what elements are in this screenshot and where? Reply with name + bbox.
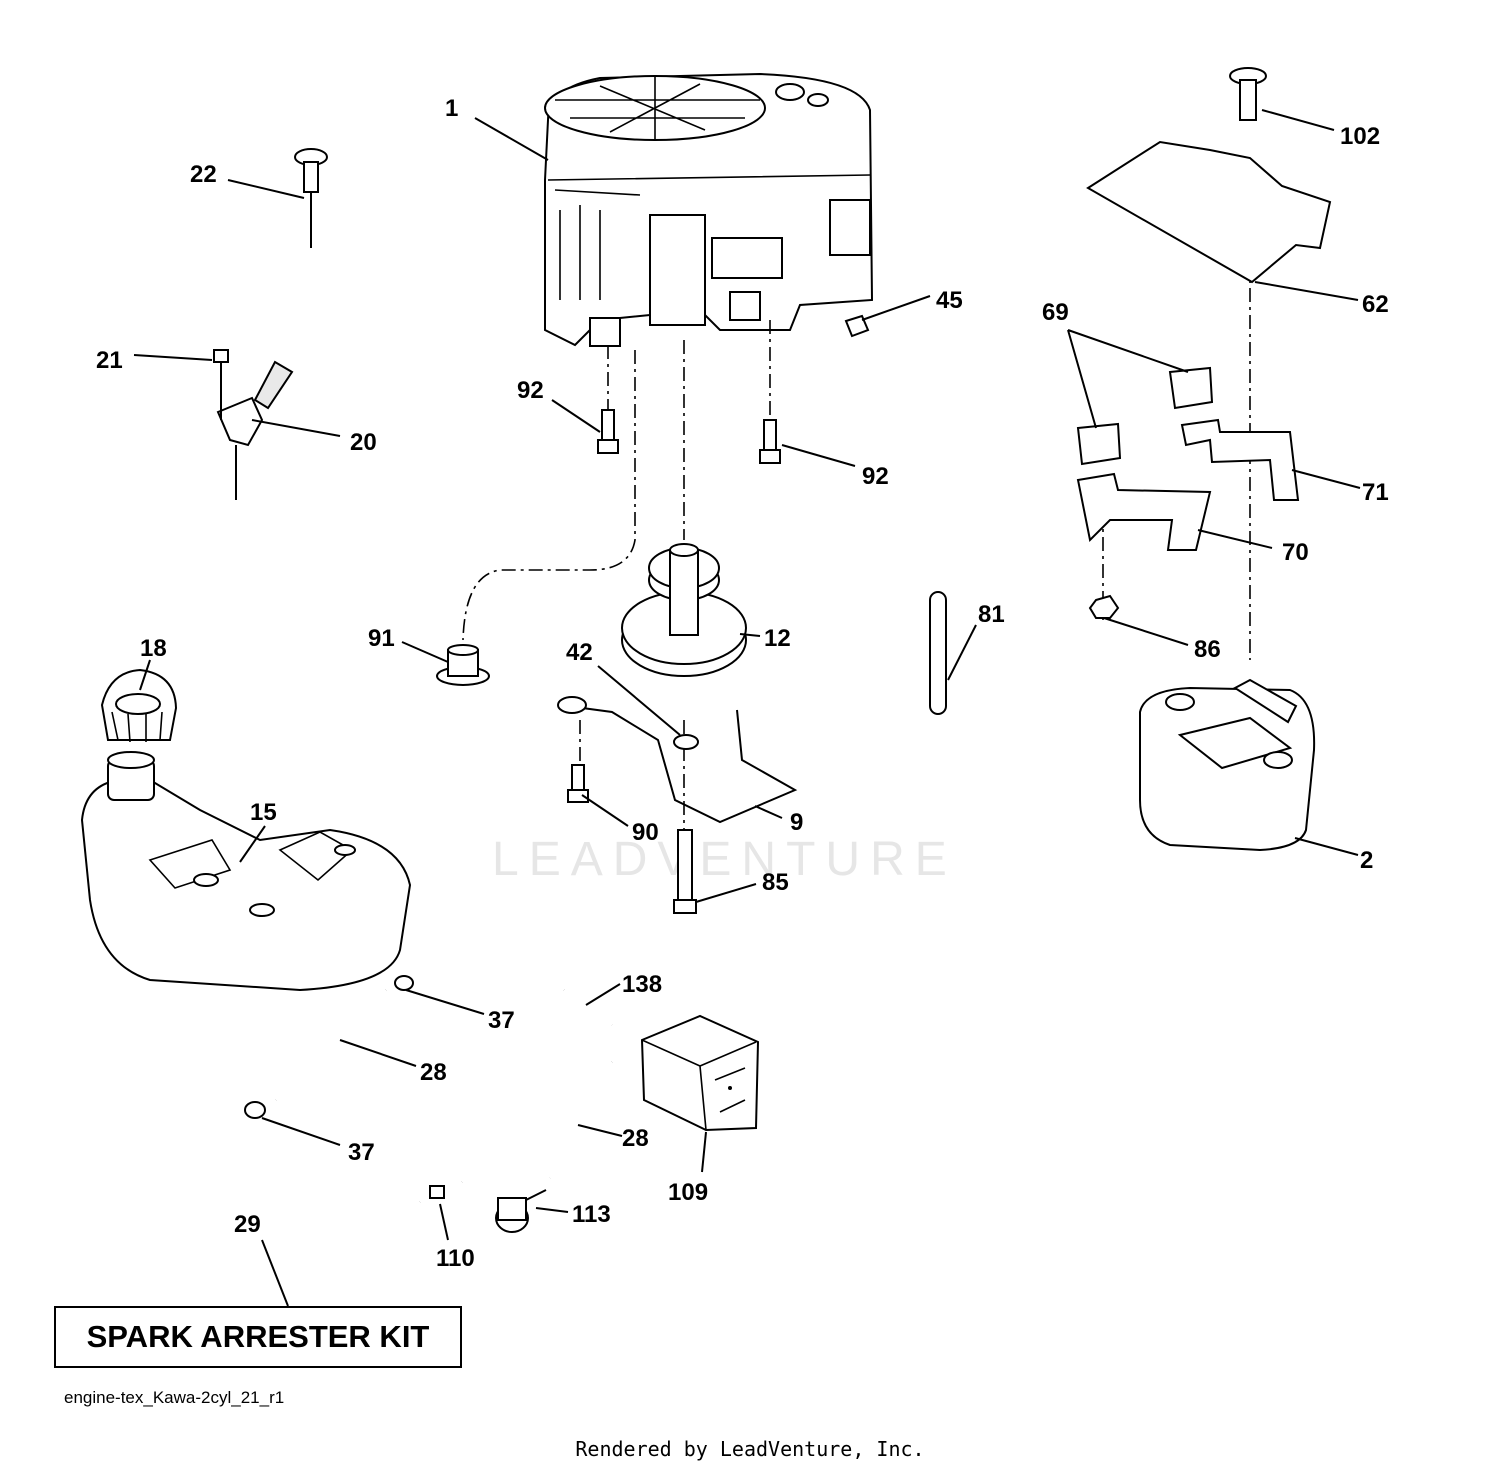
callout-92-left: 92 <box>517 377 544 404</box>
spark-arrester-kit-label: SPARK ARRESTER KIT <box>86 1319 430 1354</box>
tube-81 <box>929 591 947 715</box>
hose-138 <box>562 989 613 1027</box>
callout-85: 85 <box>762 869 789 896</box>
rendered-by-footer: Rendered by LeadVenture, Inc. <box>575 1437 925 1461</box>
callout-109: 109 <box>668 1179 708 1206</box>
callout-90: 90 <box>632 819 659 846</box>
callout-12: 12 <box>764 625 791 652</box>
callout-2: 2 <box>1360 847 1373 874</box>
callout-37-upper: 37 <box>488 1007 515 1034</box>
callout-18: 18 <box>140 635 167 662</box>
callout-92-right: 92 <box>862 463 889 490</box>
callout-20: 20 <box>350 429 377 456</box>
callout-1: 1 <box>445 95 458 122</box>
callout-81: 81 <box>978 601 1005 628</box>
heat-shield-62 <box>1086 140 1332 284</box>
leader-lines <box>133 109 1361 1307</box>
callout-69: 69 <box>1042 299 1069 326</box>
callout-138: 138 <box>622 971 662 998</box>
bolt-92-left <box>597 409 619 454</box>
callout-102: 102 <box>1340 123 1380 150</box>
fuel-hose-28-left <box>274 988 387 1102</box>
callout-71: 71 <box>1362 479 1389 506</box>
fuel-hose-28-right <box>548 1060 613 1179</box>
dipstick-22 <box>294 148 328 248</box>
exhaust-pipe-70 <box>1076 472 1212 551</box>
bolt-92-right <box>759 419 781 464</box>
bolt-90 <box>567 720 589 803</box>
canister-109 <box>640 1014 760 1132</box>
callout-21: 21 <box>96 347 123 374</box>
fuel-cap-18 <box>100 668 178 743</box>
diagram-id: engine-tex_Kawa-2cyl_21_r1 <box>64 1388 285 1407</box>
callout-37-lower: 37 <box>348 1139 375 1166</box>
callout-110: 110 <box>436 1245 475 1272</box>
muffler-2 <box>1139 678 1316 852</box>
callout-70: 70 <box>1282 539 1309 566</box>
callout-28-right: 28 <box>622 1125 649 1152</box>
callout-113: 113 <box>572 1201 611 1228</box>
callout-45: 45 <box>936 287 963 314</box>
screw-102 <box>1229 67 1267 121</box>
nut-86 <box>1088 594 1120 619</box>
spark-arrester-kit-box: SPARK ARRESTER KIT <box>54 1306 462 1368</box>
bolt-85 <box>673 829 697 914</box>
callout-42: 42 <box>566 639 593 666</box>
assembly-lines <box>462 180 1251 830</box>
gaskets-69 <box>1076 366 1214 466</box>
clamp-37-lower <box>244 1101 266 1119</box>
exhaust-pipe-71 <box>1180 418 1300 501</box>
callout-91: 91 <box>368 625 395 652</box>
clamp-37-upper <box>394 975 414 991</box>
throttle-control-20 <box>213 349 294 500</box>
callout-28-left: 28 <box>420 1059 447 1086</box>
callout-62: 62 <box>1362 291 1389 318</box>
engine-part <box>544 72 874 347</box>
callout-22: 22 <box>190 161 217 188</box>
callout-86: 86 <box>1194 636 1221 663</box>
callout-15: 15 <box>250 799 277 826</box>
watermark: LEADVENTURE <box>492 833 957 886</box>
pulley-12 <box>621 543 747 677</box>
bracket-9 <box>557 696 798 824</box>
callout-9: 9 <box>790 809 803 836</box>
callout-29: 29 <box>234 1211 261 1238</box>
fuel-tank-15 <box>80 751 412 992</box>
bolt-45 <box>844 295 931 338</box>
connector-110 <box>419 1180 463 1204</box>
bushing-91 <box>436 644 490 686</box>
fuel-pump-113 <box>495 1189 547 1233</box>
callouts: 1 2 9 12 15 18 20 21 22 28 28 29 37 37 4… <box>96 95 1389 1272</box>
